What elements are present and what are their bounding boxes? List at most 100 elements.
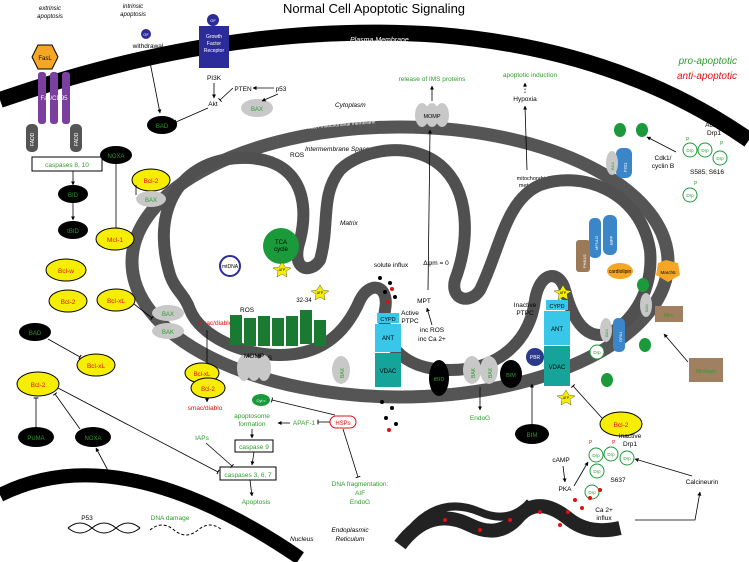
fas-receptor-mid (50, 72, 58, 124)
march5-node (656, 260, 680, 282)
smac-label-1: smac/diablo (198, 320, 233, 327)
bcl2-node-4 (190, 377, 226, 399)
bim-label-2: BIM (527, 433, 538, 439)
drp-label-i4: Drp (593, 469, 601, 474)
drp-top-node-2 (636, 123, 648, 137)
plasma-membrane (0, 24, 749, 147)
march5-label: March5 (660, 270, 676, 275)
hypoxia-label: Hypoxia (513, 96, 537, 103)
drp-label-i5: Drp (588, 490, 596, 495)
hsps-label: HSPs (335, 421, 350, 427)
fadd-right-label: FADD (74, 132, 80, 146)
momp-top-pore (415, 103, 449, 127)
inhibit-bcl2-casp (57, 387, 220, 475)
pka-label: PKA (558, 486, 572, 493)
atp-etc-label: ATP (317, 291, 324, 295)
inner-mitochondrial-membrane (157, 144, 657, 377)
bax-right-label-2: BAX (604, 329, 609, 337)
akt-label: Akt (208, 101, 218, 108)
fis1-label: FIS1 (623, 162, 628, 172)
inc-ros-label: inc ROS (420, 327, 445, 334)
ant-box-active (375, 324, 401, 352)
bclxl-node-2 (76, 353, 116, 377)
cytoplasm-label: Cytoplasm (335, 102, 366, 109)
growth-factor-receptor (199, 26, 229, 68)
gf-small-label: GF (143, 32, 149, 37)
s585-label: S585; S616 (690, 169, 724, 176)
bax-node-top (241, 99, 273, 117)
ant-active-label: ANT (382, 336, 394, 342)
bad-node-1 (147, 116, 177, 134)
cytc-label: Cyt c (256, 398, 265, 403)
tbid-label-2: tBID (434, 377, 445, 383)
fasl-ligand (31, 44, 59, 70)
bcl2-label-5: Bcl-2 (614, 422, 629, 429)
drp-label-a1: Drp (686, 148, 694, 153)
bcl2-label-2: Bcl-2 (61, 299, 76, 306)
caspases-8-10-box (31, 156, 103, 172)
arrow-mpt-momp (427, 129, 432, 291)
bax-right-label-1: BAX (610, 162, 615, 170)
ant-box-inactive (544, 311, 570, 345)
pten-label: PTEN (234, 86, 252, 93)
dna-strand-2 (149, 524, 223, 536)
drp-label-i2: Drp (607, 452, 615, 457)
cdk1-label: Cdk1/cyclin B (652, 155, 674, 170)
bad-label-1: BAD (156, 124, 169, 130)
bclw-node (45, 258, 87, 282)
ant-inactive-label: ANT (551, 327, 563, 333)
noxa-node-1 (100, 146, 132, 164)
mpt-label: MPT (417, 298, 431, 305)
drp-label-a4: Drp (686, 193, 694, 198)
arrow-withdrawal-bad (147, 51, 162, 114)
electron-transport-chain (230, 310, 326, 346)
inhibit-bclxl-bax (133, 303, 154, 321)
caspase-9-label: caspase 9 (239, 444, 269, 451)
mfn-label: MFN1/2 (594, 235, 599, 250)
arrow-er-calcineurin (635, 491, 702, 521)
bclxl-label-1: Bcl-xL (107, 298, 125, 305)
inhibit-bcl2-vdac (570, 384, 603, 419)
fas-label: Fas/CD95 (40, 96, 68, 102)
mff-box (603, 215, 617, 255)
solute-dots-bottom (380, 400, 398, 432)
bclxl-label-2: Bcl-xL (87, 363, 105, 370)
cypd-inactive-label: CYPD (549, 304, 564, 310)
fadd-right (70, 124, 82, 152)
intermembrane-space-label: Intermembrane Space (305, 146, 370, 153)
drp-right-nodes (589, 278, 651, 387)
mtdna (219, 255, 241, 277)
bak-label-1: BAK (162, 330, 174, 336)
bax-right-node-2 (600, 318, 612, 342)
opa1-label: OPA1 (618, 331, 623, 342)
inhibit-noxa-bcl2 (52, 392, 81, 430)
bax-label-2: BAX (145, 198, 157, 204)
dna-strand-1 (67, 522, 141, 534)
outer-membrane-label: outer mitochondrial membrane (308, 119, 376, 131)
arrow-camp-pka (562, 465, 567, 483)
bax-vdac-node (332, 356, 350, 384)
apoptosis-label: Apoptosis (242, 499, 271, 506)
mitofusin-label: Mitofusin (696, 369, 716, 375)
puma-label: PUMA (27, 436, 44, 442)
p-label-i2: P (612, 440, 616, 446)
gf-label: GF (210, 18, 216, 23)
fadd-left-label: FADD (30, 132, 36, 146)
endog-label: EndoG (470, 415, 490, 422)
dna-damage-label: DNA damage (151, 515, 190, 522)
ca-influx-label: Ca 2+influx (595, 507, 613, 522)
mfn-box (589, 218, 601, 258)
bcl2-node-5 (599, 411, 643, 437)
puma-node (18, 427, 54, 447)
withdrawal-label: withdrawal (132, 43, 164, 50)
tbid-node-1 (58, 221, 88, 239)
miro-box (655, 306, 683, 322)
bclxl-label-3: Bcl-xL (194, 372, 211, 378)
bax-top-label: BAX (251, 107, 263, 113)
plasma-membrane-label: Plasma Membrane (350, 37, 409, 44)
bak-right-node (640, 293, 652, 317)
vdac-box-inactive (544, 346, 570, 386)
